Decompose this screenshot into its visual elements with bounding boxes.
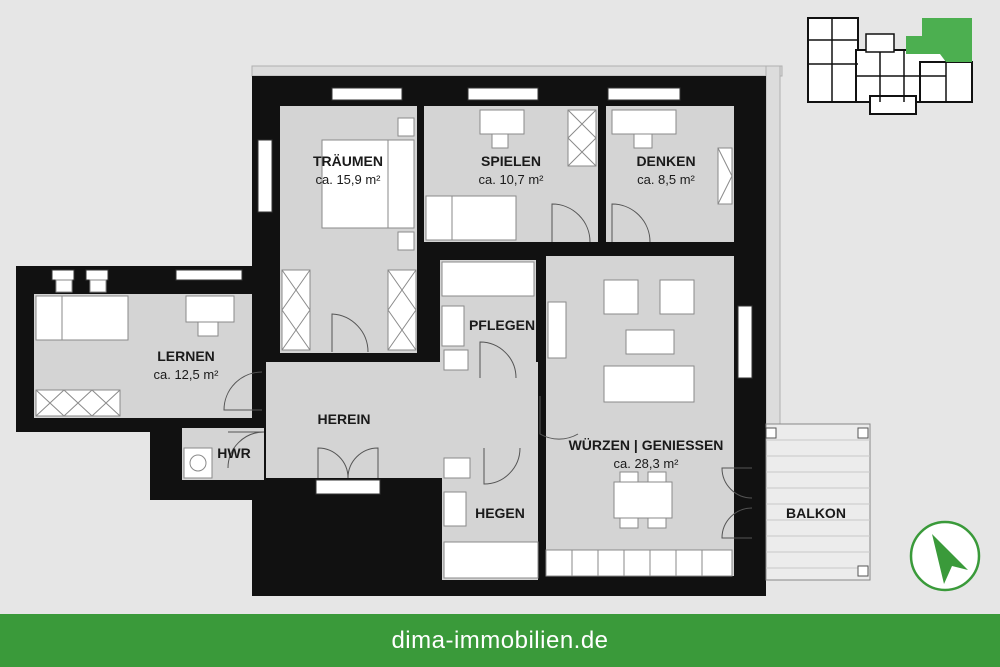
- room-name-wuerzen: WÜRZEN | GENIESSEN: [569, 437, 724, 453]
- room-name-hegen: HEGEN: [475, 505, 525, 521]
- room-area-spielen: ca. 10,7 m²: [478, 172, 544, 187]
- room-name-spielen: SPIELEN: [481, 153, 541, 169]
- doors: [223, 203, 753, 539]
- footer-bar: dima-immobilien.de: [0, 614, 1000, 667]
- website-link[interactable]: dima-immobilien.de: [391, 626, 609, 654]
- room-labels: TRÄUMEN ca. 15,9 m² SPIELEN ca. 10,7 m² …: [153, 153, 845, 521]
- room-area-wuerzen: ca. 28,3 m²: [613, 456, 679, 471]
- room-name-balkon: BALKON: [786, 505, 846, 521]
- room-name-pflegen: PFLEGEN: [469, 317, 535, 333]
- balcony: [765, 423, 871, 581]
- room-name-herein: HEREIN: [318, 411, 371, 427]
- room-area-lernen: ca. 12,5 m²: [153, 367, 219, 382]
- room-area-denken: ca. 8,5 m²: [637, 172, 695, 187]
- room-name-hwr: HWR: [217, 445, 250, 461]
- room-name-lernen: LERNEN: [157, 348, 215, 364]
- room-area-traeumen: ca. 15,9 m²: [315, 172, 381, 187]
- room-name-traeumen: TRÄUMEN: [313, 153, 383, 169]
- north-arrow-icon: [909, 520, 981, 592]
- floor-wuerzen: [546, 256, 734, 576]
- room-name-denken: DENKEN: [636, 153, 695, 169]
- windows: [51, 87, 753, 495]
- building-keyplan-icon: [807, 17, 973, 115]
- floor-plan: TRÄUMEN ca. 15,9 m² SPIELEN ca. 10,7 m² …: [16, 17, 981, 596]
- furniture: [35, 109, 733, 579]
